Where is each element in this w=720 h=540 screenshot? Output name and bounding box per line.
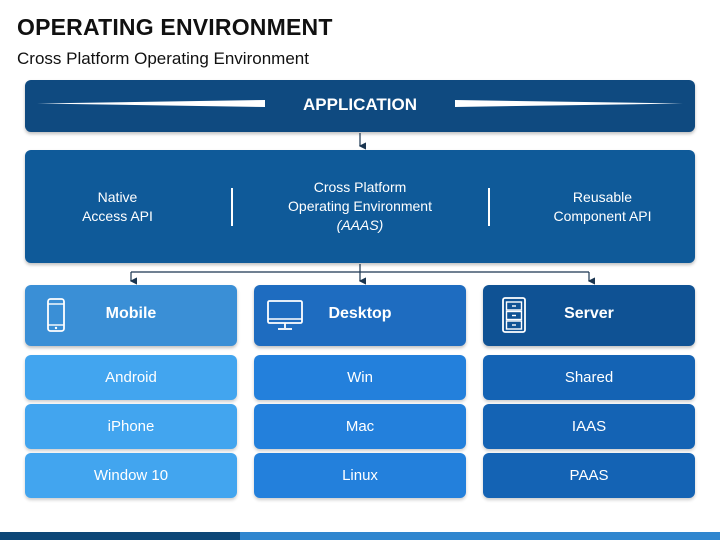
env-divider-right [488,188,490,226]
application-label: APPLICATION [303,95,417,114]
desktop-item-mac: Mac [254,404,466,449]
page-subtitle: Cross Platform Operating Environment [17,49,309,68]
mobile-header: Mobile [25,285,237,346]
env-divider-left [231,188,233,226]
reusable-component-api: Reusable Component API [553,189,652,224]
mobile-item-iphone: iPhone [25,404,237,449]
desktop-header: Desktop [254,285,466,346]
native-access-api: Native Access API [82,189,153,224]
footer-stripe-light [240,532,720,540]
mobile-label: Mobile [105,305,157,322]
server-label: Server [564,305,614,322]
server-item-iaas: IAAS [483,404,695,449]
right-decor-line [455,100,683,107]
smartphone-icon [47,298,65,332]
application-bar: APPLICATION [25,80,695,132]
cross-platform-env: Cross Platform Operating Environment (AA… [288,179,432,233]
desktop-item-win: Win [254,355,466,400]
mobile-item-android: Android [25,355,237,400]
left-decor-line [37,100,265,107]
desktop-label: Desktop [328,305,392,322]
server-item-paas: PAAS [483,453,695,498]
server-cabinet-icon [502,297,526,333]
server-header: Server [483,285,695,346]
monitor-icon [267,300,303,330]
page-title: OPERATING ENVIRONMENT [17,14,333,40]
environment-box: Native Access API Cross Platform Operati… [25,150,695,263]
server-item-shared: Shared [483,355,695,400]
mobile-item-window10: Window 10 [25,453,237,498]
desktop-item-linux: Linux [254,453,466,498]
